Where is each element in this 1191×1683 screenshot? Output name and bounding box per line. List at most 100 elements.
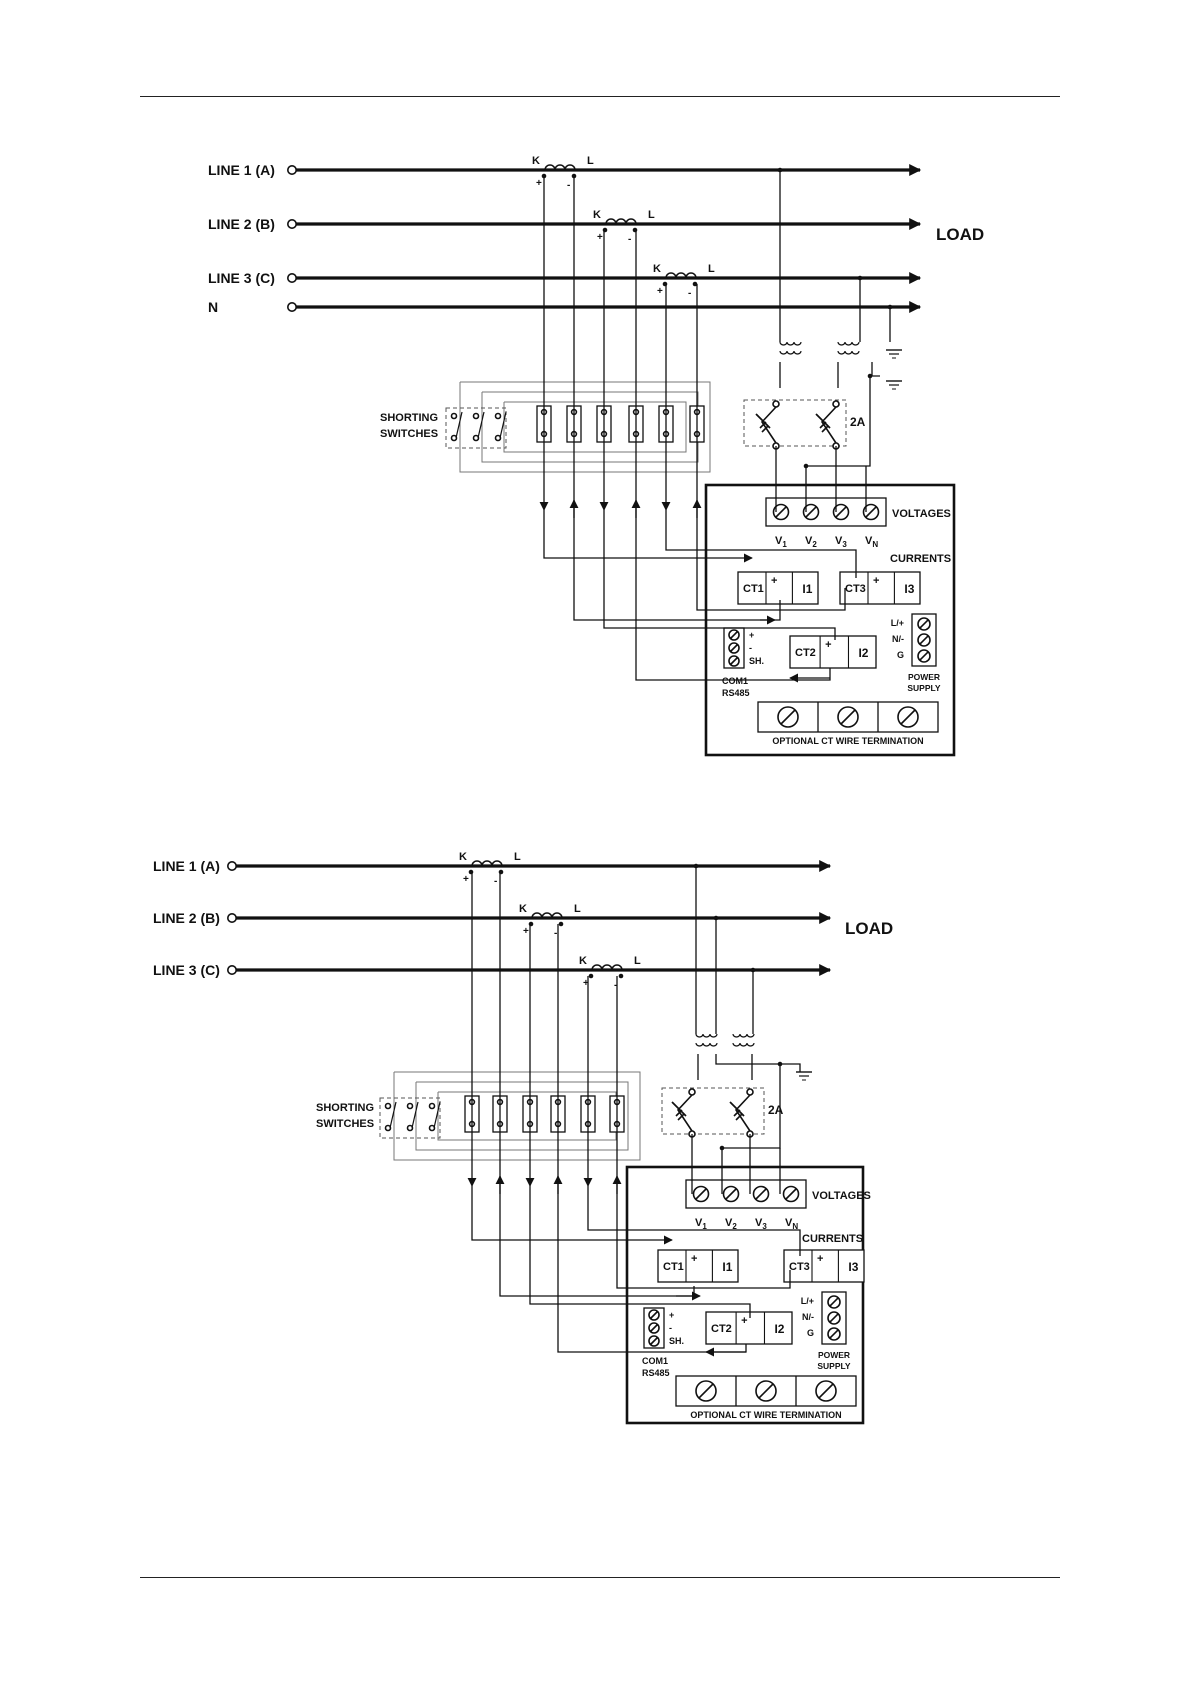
- wire: [635, 510, 831, 681]
- header-rule: [140, 96, 1060, 97]
- pt-coil-icon-2: [732, 1033, 755, 1038]
- switch-contact: [494, 434, 502, 442]
- ct2-label: CT2: [711, 1323, 732, 1335]
- fuse-lever: [671, 1101, 687, 1117]
- wire: [676, 1286, 695, 1297]
- switch-contact: [406, 1102, 414, 1110]
- footer-rule: [140, 1577, 1060, 1578]
- switch-contact: [384, 1124, 392, 1132]
- switch-contact: [450, 434, 458, 442]
- wire: [806, 376, 871, 467]
- wire: [471, 1186, 673, 1245]
- voltages-label: VOLTAGES: [892, 508, 951, 520]
- ct-coil-icon-2: [531, 912, 563, 919]
- junction-dot: [750, 967, 756, 973]
- shorting-switch-blade: [433, 1101, 441, 1129]
- fuse-top-terminal: [746, 1088, 754, 1096]
- junction-dot: [777, 1061, 783, 1067]
- line-terminal-2: [286, 219, 297, 230]
- ct-coil-icon-3: [591, 964, 623, 971]
- line-label-3: LINE 3 (C): [208, 270, 275, 286]
- ct-minus-label: -: [567, 180, 570, 191]
- fuse-lever: [729, 1101, 745, 1117]
- com1-label: COM1: [722, 676, 748, 686]
- power-term-label: G: [807, 1328, 814, 1338]
- fuse-lever: [733, 1109, 741, 1117]
- voltage-terminal-label-2: V2: [805, 535, 817, 549]
- rs485-label: RS485: [722, 688, 750, 698]
- fuse-lever: [815, 413, 831, 429]
- shorting-switch-blade: [477, 411, 485, 439]
- ct-l-label: L: [708, 263, 715, 275]
- voltages-label: VOLTAGES: [812, 1190, 871, 1202]
- ct2-block: [705, 1311, 793, 1345]
- fuse-top-terminal: [772, 400, 780, 408]
- ct2-label: CT2: [795, 647, 816, 659]
- screw-slot: [835, 506, 847, 518]
- com1-term-label: SH.: [669, 1336, 684, 1346]
- shorting-switch-blade: [411, 1101, 419, 1129]
- power-term-label: G: [897, 650, 904, 660]
- pt-coil-icon-1: [779, 350, 802, 355]
- com1-term-label: +: [669, 1310, 674, 1320]
- shorting-switch-blade: [455, 411, 463, 439]
- power-term-label: N/-: [892, 634, 904, 644]
- ct-minus-label: -: [494, 876, 497, 887]
- wire: [587, 1186, 801, 1256]
- line-label-3: LINE 3 (C): [153, 962, 220, 978]
- power-term-label: N/-: [802, 1312, 814, 1322]
- currents-label: CURRENTS: [890, 553, 951, 565]
- screw-slot: [725, 1188, 737, 1200]
- shorting-switch-group: [445, 407, 507, 449]
- shorting-frame-outer: [459, 381, 711, 473]
- ct-plus-node: [588, 973, 594, 979]
- screw-slot: [865, 506, 877, 518]
- line-label-1: LINE 1 (A): [153, 858, 220, 874]
- com1-term-label: -: [749, 643, 752, 653]
- pt-coil-icon-2: [837, 350, 860, 355]
- ct1-i-label: I1: [722, 1260, 732, 1274]
- ct-k-label: K: [519, 903, 527, 915]
- screw-slot: [805, 506, 817, 518]
- screw-slot: [900, 709, 916, 725]
- fuse-group: [661, 1087, 765, 1135]
- load-label: LOAD: [845, 919, 893, 938]
- supply-label: SUPPLY: [817, 1361, 851, 1371]
- ct-coil-icon-2: [605, 218, 637, 225]
- fuse-switch-icon-2: [734, 1094, 751, 1132]
- ct-k-label: K: [532, 155, 540, 167]
- screw-slot: [780, 709, 796, 725]
- com1-term-label: SH.: [749, 656, 764, 666]
- ct-minus-node: [618, 973, 624, 979]
- ct-minus-label: -: [688, 288, 691, 299]
- fuse-lever: [819, 421, 827, 429]
- fuse-switch-icon-1: [760, 406, 777, 444]
- line-label-1: LINE 1 (A): [208, 162, 275, 178]
- voltage-terminal-label-1: V1: [695, 1217, 707, 1231]
- ct-minus-node: [558, 921, 564, 927]
- screw-slot: [919, 635, 929, 645]
- wire: [543, 510, 753, 563]
- fuse-top-terminal: [688, 1088, 696, 1096]
- fuse-lever: [759, 421, 767, 429]
- line-terminal-3: [227, 964, 238, 975]
- ct1-block: [657, 1249, 739, 1283]
- wire: [529, 1186, 751, 1318]
- voltage-terminal-label-1: V1: [775, 535, 787, 549]
- ct-k-label: K: [593, 209, 601, 221]
- shorting-frame-inner: [437, 1091, 617, 1141]
- ct2-plus: +: [741, 1315, 747, 1327]
- ct1-label: CT1: [663, 1261, 684, 1273]
- supply-label: SUPPLY: [907, 683, 941, 693]
- fuse-switch-icon-2: [820, 406, 837, 444]
- ct3-label: CT3: [789, 1261, 810, 1273]
- ct-plus-label: +: [583, 978, 589, 989]
- fuse-lever: [821, 425, 829, 433]
- switch-contact: [472, 412, 480, 420]
- screw-slot: [775, 506, 787, 518]
- switch-contact: [494, 412, 502, 420]
- optional-ct-label: OPTIONAL CT WIRE TERMINATION: [690, 1410, 841, 1420]
- fuse-group: [743, 399, 847, 447]
